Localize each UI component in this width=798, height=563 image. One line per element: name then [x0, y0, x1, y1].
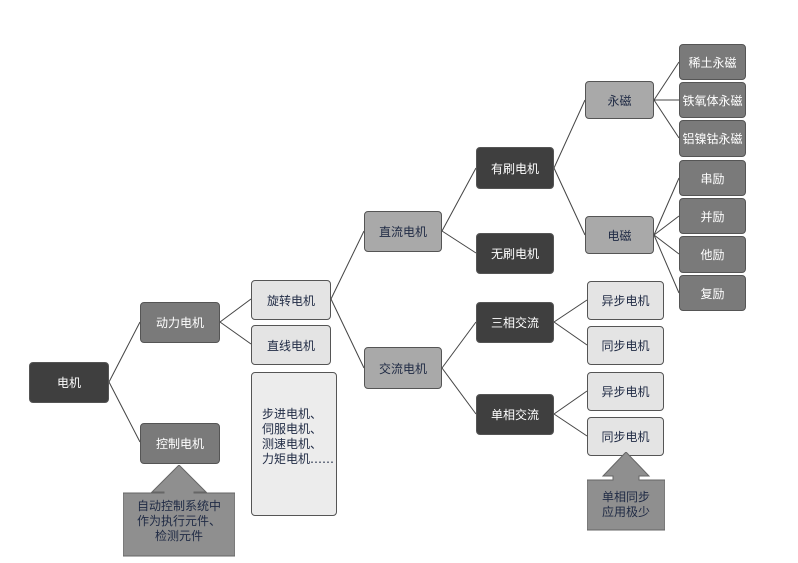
node-single-phase-sync: 同步电机	[587, 417, 664, 456]
callout-line: 单相同步	[601, 490, 650, 504]
node-ferrite-pm: 铁氧体永磁	[679, 82, 746, 118]
control-motor-list: 步进电机、 伺服电机、 测速电机、 力矩电机……	[251, 372, 337, 516]
node-rare-earth-pm: 稀土永磁	[679, 44, 746, 80]
up-arrow-icon	[587, 452, 665, 531]
node-three-phase-async: 异步电机	[587, 281, 664, 320]
callout-line: 作为执行元件、	[136, 514, 221, 528]
list-item: 测速电机、	[262, 437, 323, 451]
callout-line: 应用极少	[601, 505, 650, 519]
node-permanent-magnet: 永磁	[585, 81, 654, 119]
callout-line: 检测元件	[154, 529, 203, 543]
list-item: 伺服电机、	[262, 422, 323, 436]
list-item: 力矩电机……	[262, 452, 335, 466]
node-single-phase-ac: 单相交流	[476, 394, 554, 435]
node-brushless-motor: 无刷电机	[476, 233, 554, 274]
single-phase-sync-callout: 单相同步 应用极少	[587, 452, 665, 531]
node-three-phase-sync: 同步电机	[587, 326, 664, 365]
node-separately-excited: 他励	[679, 236, 746, 273]
node-linear-motor: 直线电机	[251, 325, 331, 365]
node-single-phase-async: 异步电机	[587, 372, 664, 411]
node-rotary-motor: 旋转电机	[251, 280, 331, 320]
node-dc-motor: 直流电机	[364, 211, 442, 252]
node-shunt-excited: 并励	[679, 198, 746, 234]
node-three-phase-ac: 三相交流	[476, 302, 554, 343]
control-motor-callout: 自动控制系统中 作为执行元件、 检测元件	[123, 465, 235, 557]
node-alnico-pm: 铝镍钴永磁	[679, 120, 746, 157]
up-arrow-icon	[123, 465, 235, 557]
node-compound-excited: 复励	[679, 275, 746, 311]
node-power-motor: 动力电机	[140, 302, 220, 343]
node-control-motor: 控制电机	[140, 423, 220, 464]
node-brushed-motor: 有刷电机	[476, 147, 554, 189]
node-ac-motor: 交流电机	[364, 347, 442, 389]
node-series-excited: 串励	[679, 160, 746, 196]
list-item: 步进电机、	[262, 407, 323, 421]
node-electromagnet: 电磁	[585, 216, 654, 254]
callout-line: 自动控制系统中	[136, 499, 221, 513]
node-motor: 电机	[29, 362, 109, 403]
